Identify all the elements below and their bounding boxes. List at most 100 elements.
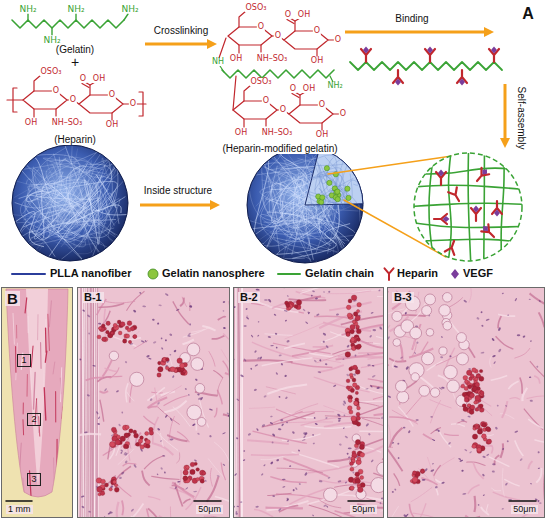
tissue-fiber bbox=[67, 364, 69, 382]
tissue-fiber bbox=[522, 388, 527, 401]
panel-label: B-1 bbox=[82, 292, 104, 303]
cell-nucleus bbox=[344, 435, 348, 438]
blood-cell bbox=[127, 321, 132, 326]
nanofiber bbox=[41, 166, 84, 215]
cell-nucleus bbox=[338, 419, 341, 422]
tissue-fiber bbox=[100, 400, 104, 422]
region-number: 1 bbox=[21, 356, 26, 365]
cell-nucleus bbox=[286, 498, 289, 501]
cell-nucleus bbox=[149, 398, 152, 402]
cell-nucleus bbox=[461, 470, 464, 472]
bond bbox=[27, 14, 28, 20]
cell-nucleus bbox=[430, 416, 433, 418]
cell-nucleus bbox=[422, 479, 426, 481]
cell-nucleus bbox=[88, 332, 90, 334]
cell-nucleus bbox=[346, 344, 350, 347]
blood-cell bbox=[118, 331, 122, 335]
cell-nucleus bbox=[160, 467, 163, 470]
cell-nucleus bbox=[246, 315, 248, 316]
blood-cell bbox=[196, 477, 200, 481]
cell-nucleus bbox=[495, 426, 499, 430]
cell-nucleus bbox=[486, 318, 490, 321]
tissue-fiber bbox=[527, 396, 544, 399]
blood-cell bbox=[345, 352, 350, 357]
cell-nucleus bbox=[376, 387, 380, 390]
tissue-fiber bbox=[314, 377, 370, 392]
tissue-fiber bbox=[411, 487, 432, 502]
cell-nucleus bbox=[538, 468, 540, 470]
bond bbox=[51, 28, 52, 35]
cell-nucleus bbox=[498, 348, 502, 352]
cell-nucleus bbox=[285, 319, 287, 321]
cell-nucleus bbox=[400, 356, 403, 359]
cell-nucleus bbox=[139, 292, 141, 294]
nanofiber bbox=[14, 181, 95, 254]
atom-label: O bbox=[108, 91, 116, 99]
tissue-fiber bbox=[124, 503, 143, 518]
blood-cell bbox=[190, 462, 195, 467]
vacuole bbox=[430, 388, 439, 397]
tissue-fiber bbox=[23, 403, 24, 414]
blood-cell bbox=[351, 295, 357, 301]
blood-cell bbox=[134, 433, 139, 438]
atom-label: O bbox=[52, 87, 60, 95]
cell-nucleus bbox=[287, 295, 289, 297]
blood-cell bbox=[350, 324, 355, 329]
blood-cell bbox=[101, 324, 105, 328]
blood-cell bbox=[470, 374, 474, 378]
blood-cell bbox=[128, 340, 131, 343]
cell-nucleus bbox=[333, 384, 337, 387]
tissue-fiber bbox=[251, 454, 299, 455]
blood-cell bbox=[356, 329, 361, 334]
cell-nucleus bbox=[82, 309, 85, 312]
tissue-fiber bbox=[158, 386, 181, 400]
cell-nucleus bbox=[530, 400, 533, 402]
tissue-fiber bbox=[134, 340, 148, 348]
blood-cell bbox=[350, 467, 354, 471]
bond bbox=[238, 45, 239, 53]
blood-cell bbox=[190, 469, 195, 474]
cell-nucleus bbox=[222, 432, 226, 435]
bond bbox=[244, 85, 251, 101]
tissue-fiber bbox=[502, 401, 507, 418]
tissue-fiber bbox=[85, 287, 86, 518]
cell-nucleus bbox=[323, 504, 327, 507]
gelatin-chain bbox=[350, 62, 502, 70]
vacuole bbox=[410, 327, 422, 339]
blood-cell bbox=[346, 379, 350, 383]
tissue-fiber bbox=[295, 404, 318, 413]
blood-cell bbox=[350, 462, 354, 466]
cell-nucleus bbox=[392, 442, 395, 444]
atom-label: O bbox=[129, 100, 137, 108]
blood-cell bbox=[487, 439, 492, 444]
blood-cell bbox=[421, 470, 424, 473]
cell-nucleus bbox=[486, 453, 489, 456]
gelatin-nanosphere bbox=[320, 195, 325, 200]
nanofiber bbox=[318, 163, 350, 212]
cell-nucleus bbox=[235, 513, 238, 515]
blood-cell bbox=[356, 309, 359, 312]
heparin-symbol bbox=[385, 268, 394, 280]
cell-nucleus bbox=[125, 361, 128, 364]
cell-nucleus bbox=[289, 465, 292, 467]
blood-cell bbox=[133, 335, 136, 338]
nanofiber bbox=[308, 147, 316, 220]
tissue-fiber bbox=[13, 461, 14, 495]
tissue-fiber bbox=[431, 428, 441, 434]
tissue-fiber bbox=[143, 416, 154, 425]
region-number: 2 bbox=[31, 415, 36, 424]
cell-nucleus bbox=[370, 459, 373, 463]
cell-nucleus bbox=[240, 501, 243, 503]
vegf-symbol bbox=[480, 167, 489, 176]
tissue-fiber bbox=[160, 433, 163, 447]
cell-nucleus bbox=[280, 363, 283, 366]
zoom-circle bbox=[414, 153, 522, 261]
tissue-fiber bbox=[502, 468, 504, 496]
cell-nucleus bbox=[506, 440, 509, 443]
cell-nucleus bbox=[87, 314, 91, 318]
cell-nucleus bbox=[393, 365, 397, 368]
cell-nucleus bbox=[243, 358, 246, 362]
legend-text: Gelatin nanosphere bbox=[162, 268, 265, 279]
tissue-fiber bbox=[127, 392, 135, 401]
vacuole bbox=[191, 358, 204, 371]
